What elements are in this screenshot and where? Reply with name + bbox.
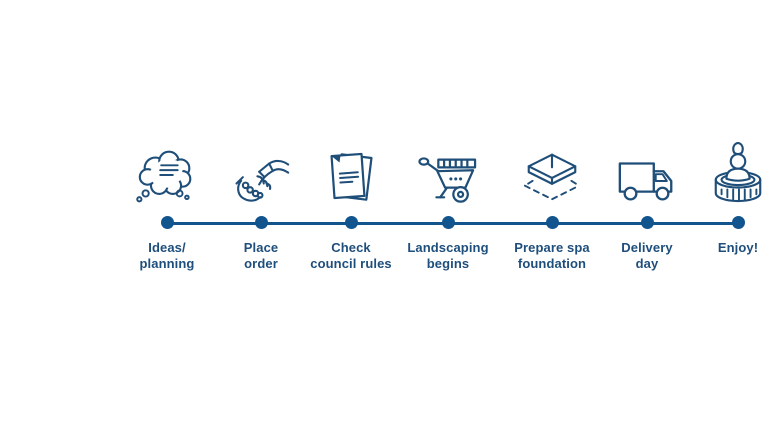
step-check-council-rules: Check council rules	[289, 140, 413, 271]
step-enjoy: Enjoy!	[676, 140, 768, 256]
step-label: Place order	[199, 240, 323, 271]
step-label: Delivery day	[585, 240, 709, 271]
step-delivery-day: Delivery day	[585, 140, 709, 271]
timeline-dot	[731, 216, 745, 229]
step-label-line1: Ideas/	[148, 240, 186, 255]
step-label-line1: Landscaping	[407, 240, 489, 255]
step-label-line1: Check	[331, 240, 371, 255]
step-label: Landscaping begins	[386, 240, 510, 271]
step-label: Enjoy!	[676, 240, 768, 256]
timeline-dot	[254, 216, 268, 229]
step-label: Check council rules	[289, 240, 413, 271]
step-label: Prepare spa foundation	[490, 240, 614, 271]
wheelbarrow-icon	[386, 140, 510, 206]
step-landscaping-begins: Landscaping begins	[386, 140, 510, 271]
step-label-line2: planning	[139, 255, 195, 271]
documents-icon	[289, 140, 413, 206]
step-label-line2: council rules	[310, 255, 392, 271]
step-label-line2: foundation	[517, 255, 587, 271]
thought-cloud-icon	[105, 140, 229, 206]
step-prepare-spa-foundation: Prepare spa foundation	[490, 140, 614, 271]
step-label-line1: Place	[243, 240, 279, 255]
step-label-line2: order	[244, 255, 278, 271]
step-label-line2: begins	[426, 255, 470, 271]
step-label-line1: Delivery	[621, 240, 673, 255]
handshake-icon	[199, 140, 323, 206]
hot-tub-icon	[676, 140, 768, 206]
timeline-dot	[545, 216, 559, 229]
timeline-dot	[640, 216, 654, 229]
timeline-dot	[441, 216, 455, 229]
step-ideas-planning: Ideas/ planning	[105, 140, 229, 271]
step-label-line1: Prepare spa	[514, 240, 590, 255]
spa-foundation-icon	[490, 140, 614, 206]
step-label: Ideas/ planning	[105, 240, 229, 271]
step-label-line2: day	[635, 255, 659, 271]
timeline-dot	[160, 216, 174, 229]
step-place-order: Place order	[199, 140, 323, 271]
timeline-dot	[344, 216, 358, 229]
step-label-line1: Enjoy!	[717, 240, 759, 255]
delivery-truck-icon	[585, 140, 709, 206]
